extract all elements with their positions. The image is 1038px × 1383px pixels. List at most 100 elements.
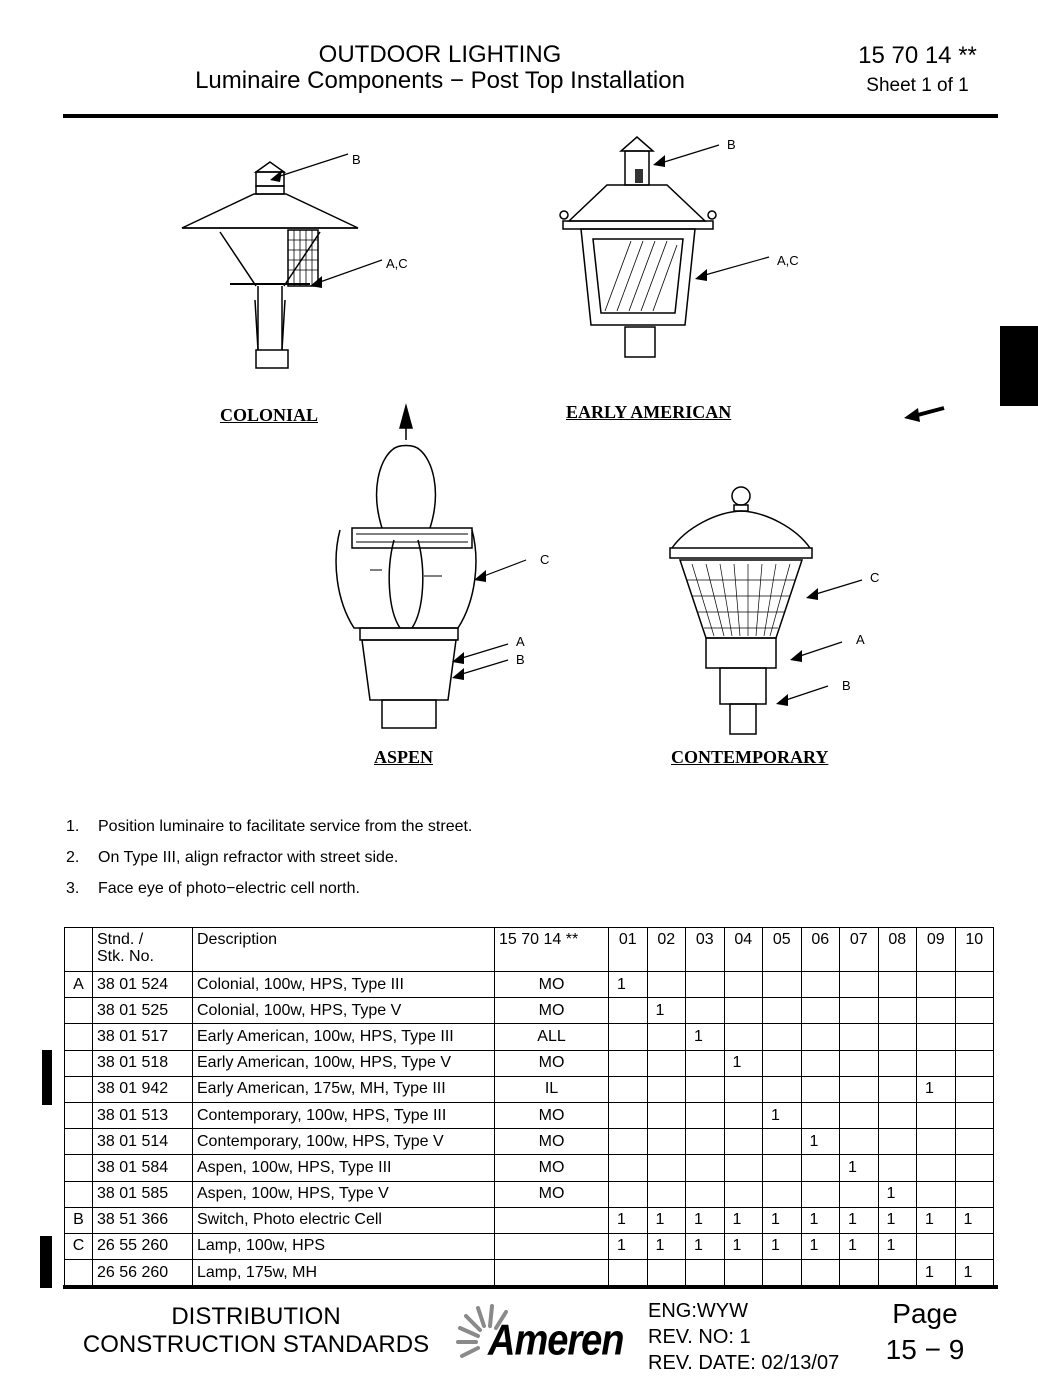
row-qty-col-10	[954, 1075, 994, 1103]
row-qty-col-08: 1	[877, 1206, 917, 1234]
row-qty-col-06	[800, 970, 840, 999]
row-code: MO	[494, 997, 609, 1025]
row-letter: C	[64, 1232, 93, 1261]
row-qty-col-08	[877, 1101, 917, 1130]
row-description: Aspen, 100w, HPS, Type III	[192, 1154, 495, 1182]
row-qty-col-09	[916, 970, 956, 999]
row-qty-col-09	[916, 1101, 956, 1130]
row-qty-col-05	[762, 1128, 802, 1156]
header-rule	[63, 114, 998, 118]
row-qty-col-01	[608, 1154, 648, 1182]
row-qty-col-10	[954, 970, 994, 999]
row-qty-col-10	[954, 997, 994, 1025]
row-qty-col-08	[877, 1075, 917, 1103]
contemporary-label-c: C	[870, 570, 880, 585]
row-code: MO	[494, 1101, 609, 1130]
row-qty-col-03: 1	[685, 1232, 725, 1261]
row-stock-number: 38 01 585	[92, 1180, 193, 1208]
footer-line-2: CONSTRUCTION STANDARDS	[82, 1331, 430, 1358]
row-qty-col-07	[839, 1101, 879, 1130]
row-stock-number: 38 01 518	[92, 1049, 193, 1077]
aspen-label-b: B	[516, 652, 525, 667]
row-qty-col-02	[646, 1154, 686, 1182]
colonial-figure: B A,C	[170, 140, 430, 380]
row-qty-col-01	[608, 1023, 648, 1051]
row-code: MO	[494, 1180, 609, 1208]
row-qty-col-09	[916, 997, 956, 1025]
row-qty-col-08: 1	[877, 1232, 917, 1261]
row-code: MO	[494, 970, 609, 999]
row-code: MO	[494, 1154, 609, 1182]
components-table: Stnd. / Stk. No. Description 15 70 14 **…	[64, 927, 994, 1287]
row-qty-col-09: 1	[916, 1075, 956, 1103]
row-stock-number: 38 01 525	[92, 997, 193, 1025]
early-american-figure: B A,C	[555, 135, 805, 375]
colonial-caption: COLONIAL	[220, 405, 319, 425]
standard-number: 15 70 14 **	[858, 42, 977, 69]
row-stock-number: 38 01 524	[92, 970, 193, 999]
row-qty-col-02	[646, 1023, 686, 1051]
row-description: Aspen, 100w, HPS, Type V	[192, 1180, 495, 1208]
row-description: Colonial, 100w, HPS, Type V	[192, 997, 495, 1025]
ameren-logo: Ameren	[456, 1302, 626, 1372]
ameren-logo-icon	[456, 1304, 508, 1358]
row-qty-col-10: 1	[954, 1259, 994, 1287]
row-description: Lamp, 100w, HPS	[192, 1232, 495, 1261]
row-qty-col-04	[723, 1154, 763, 1182]
row-qty-col-10	[954, 1128, 994, 1156]
note-text: Position luminaire to facilitate service…	[98, 818, 473, 835]
row-qty-col-05	[762, 1075, 802, 1103]
row-qty-col-03	[685, 1259, 725, 1287]
page-label: Page	[892, 1298, 958, 1329]
row-qty-col-07	[839, 970, 879, 999]
row-qty-col-02	[646, 1180, 686, 1208]
row-code: MO	[494, 1049, 609, 1077]
row-qty-col-06	[800, 1049, 840, 1077]
row-letter	[64, 1049, 93, 1077]
header-description: Description	[192, 927, 495, 972]
contemporary-label-b: B	[842, 678, 851, 693]
contemporary-label-a: A	[856, 632, 865, 647]
row-description: Colonial, 100w, HPS, Type III	[192, 970, 495, 999]
row-qty-col-05	[762, 1259, 802, 1287]
row-qty-col-05: 1	[762, 1232, 802, 1261]
arrow-marker-icon	[904, 406, 945, 422]
row-qty-col-09	[916, 1154, 956, 1182]
row-letter	[64, 997, 93, 1025]
row-qty-col-08	[877, 970, 917, 999]
standard-number-block: 15 70 14 ** Sheet 1 of 1	[840, 42, 995, 100]
row-qty-col-09: 1	[916, 1259, 956, 1287]
row-qty-col-10	[954, 1049, 994, 1077]
aspen-drawing	[335, 403, 527, 729]
row-qty-col-10	[954, 1101, 994, 1130]
early-american-caption: EARLY AMERICAN	[566, 402, 732, 422]
installation-notes: 1.Position luminaire to facilitate servi…	[66, 818, 472, 911]
colonial-label-ac: A,C	[386, 256, 408, 271]
row-qty-col-01	[608, 1180, 648, 1208]
row-qty-col-08	[877, 1259, 917, 1287]
row-qty-col-07	[839, 1023, 879, 1051]
row-qty-col-06	[800, 1101, 840, 1130]
row-qty-col-06	[800, 1023, 840, 1051]
row-qty-col-03: 1	[685, 1023, 725, 1051]
row-stock-number: 38 01 584	[92, 1154, 193, 1182]
row-qty-col-07: 1	[839, 1206, 879, 1234]
row-qty-col-02	[646, 1049, 686, 1077]
row-qty-col-09	[916, 1023, 956, 1051]
row-qty-col-04	[723, 1128, 763, 1156]
row-stock-number: 38 01 517	[92, 1023, 193, 1051]
row-qty-col-01	[608, 997, 648, 1025]
revision-bar-2	[40, 1236, 52, 1288]
row-code: ALL	[494, 1023, 609, 1051]
title-line-1: OUTDOOR LIGHTING	[318, 41, 562, 68]
header-col-07: 07	[839, 927, 879, 972]
row-code	[494, 1206, 609, 1234]
header-col-06: 06	[800, 927, 840, 972]
row-letter: A	[64, 970, 93, 999]
row-qty-col-07	[839, 1049, 879, 1077]
